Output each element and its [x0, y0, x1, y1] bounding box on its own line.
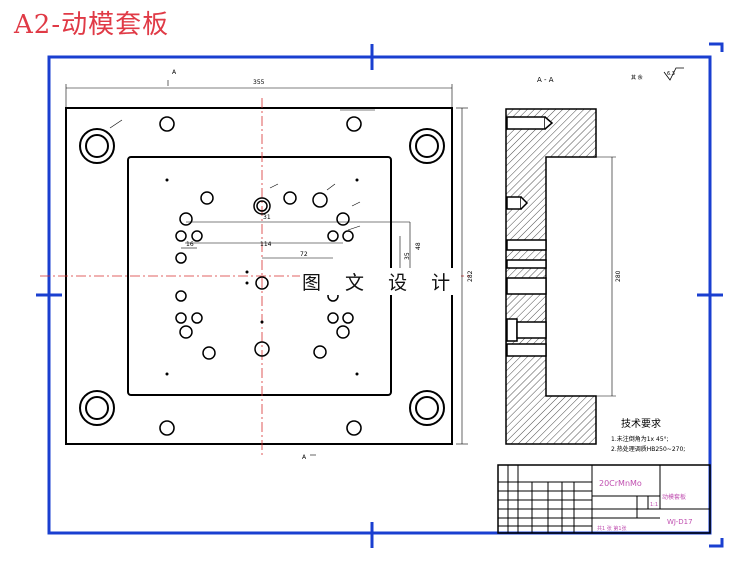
dim-16: 16: [186, 241, 194, 248]
dim-72: 72: [300, 251, 308, 258]
sheet-frame: [36, 42, 724, 548]
section-title: A - A: [537, 76, 554, 84]
section-marker-bottom: A: [302, 454, 307, 461]
section-dim-280: 280: [615, 270, 622, 282]
scale: 1:1: [650, 502, 658, 508]
section-marker-top: A: [172, 69, 177, 76]
dim-35: 35: [404, 252, 411, 260]
small-holes: [165, 178, 359, 376]
title-block: [497, 464, 711, 534]
section-view: [505, 108, 616, 445]
ejector-holes: [175, 191, 354, 360]
material: 20CrMnMo: [599, 479, 642, 488]
roughness-symbol-icon: [663, 67, 684, 81]
dim-width: 355: [253, 79, 265, 86]
dimension-labels: 355 282 114 72 16 35 48 31 A A: [172, 69, 474, 461]
part-name: 动模套板: [662, 493, 686, 501]
requirement-1: 1.未注倒角为1x 45°;: [611, 436, 669, 443]
roughness-value: 6.3: [667, 71, 675, 77]
page-title: A2-动模套板: [14, 10, 170, 40]
tech-requirements-heading: 技术要求: [621, 419, 661, 430]
dim-31: 31: [263, 214, 271, 221]
section-labels: A - A 其 余 6.3 280: [537, 71, 675, 282]
dim-height: 282: [467, 270, 474, 282]
roughness-label: 其 余: [631, 74, 643, 81]
dim-114: 114: [260, 241, 272, 248]
watermark: 图 文 设 计: [300, 268, 462, 295]
plate-top-view: [40, 80, 470, 456]
requirement-2: 2.热处理调质HB250~270;: [611, 446, 686, 453]
drawing-number: WJ-D17: [667, 518, 693, 526]
dimension-lines: [65, 80, 468, 456]
sheet-count: 共1 张 第1张: [597, 525, 627, 532]
title-block-text: 20CrMnMo 动模套板 WJ-D17 共1 张 第1张 1:1: [597, 479, 693, 532]
corner-bushing-holes: [79, 128, 445, 426]
screw-holes: [159, 116, 362, 436]
dim-48: 48: [415, 242, 422, 250]
